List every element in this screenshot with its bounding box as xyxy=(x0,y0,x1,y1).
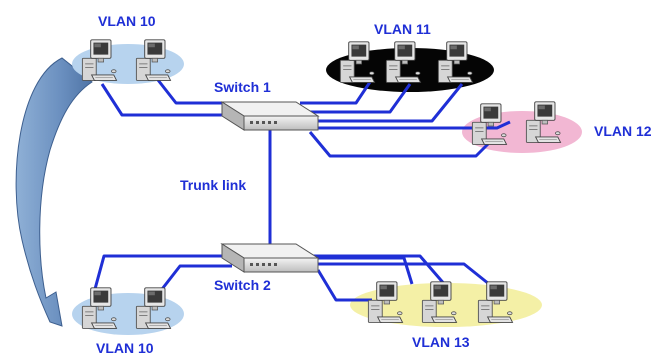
vlan10-bottom-label: VLAN 10 xyxy=(96,340,154,353)
computers xyxy=(81,39,562,329)
vlan11-label: VLAN 11 xyxy=(374,21,431,37)
switch-1 xyxy=(220,101,320,131)
network-links xyxy=(90,79,511,303)
switch1-label: Switch 1 xyxy=(214,79,271,95)
vlan10-top-label: VLAN 10 xyxy=(98,13,156,29)
vlan13-label: VLAN 13 xyxy=(412,334,470,350)
switch2-label: Switch 2 xyxy=(214,277,271,293)
trunk-link-label: Trunk link xyxy=(180,177,246,193)
vlan12-label: VLAN 12 xyxy=(594,123,652,139)
switch-2 xyxy=(220,243,320,273)
curved-arrow-icon xyxy=(15,57,93,327)
